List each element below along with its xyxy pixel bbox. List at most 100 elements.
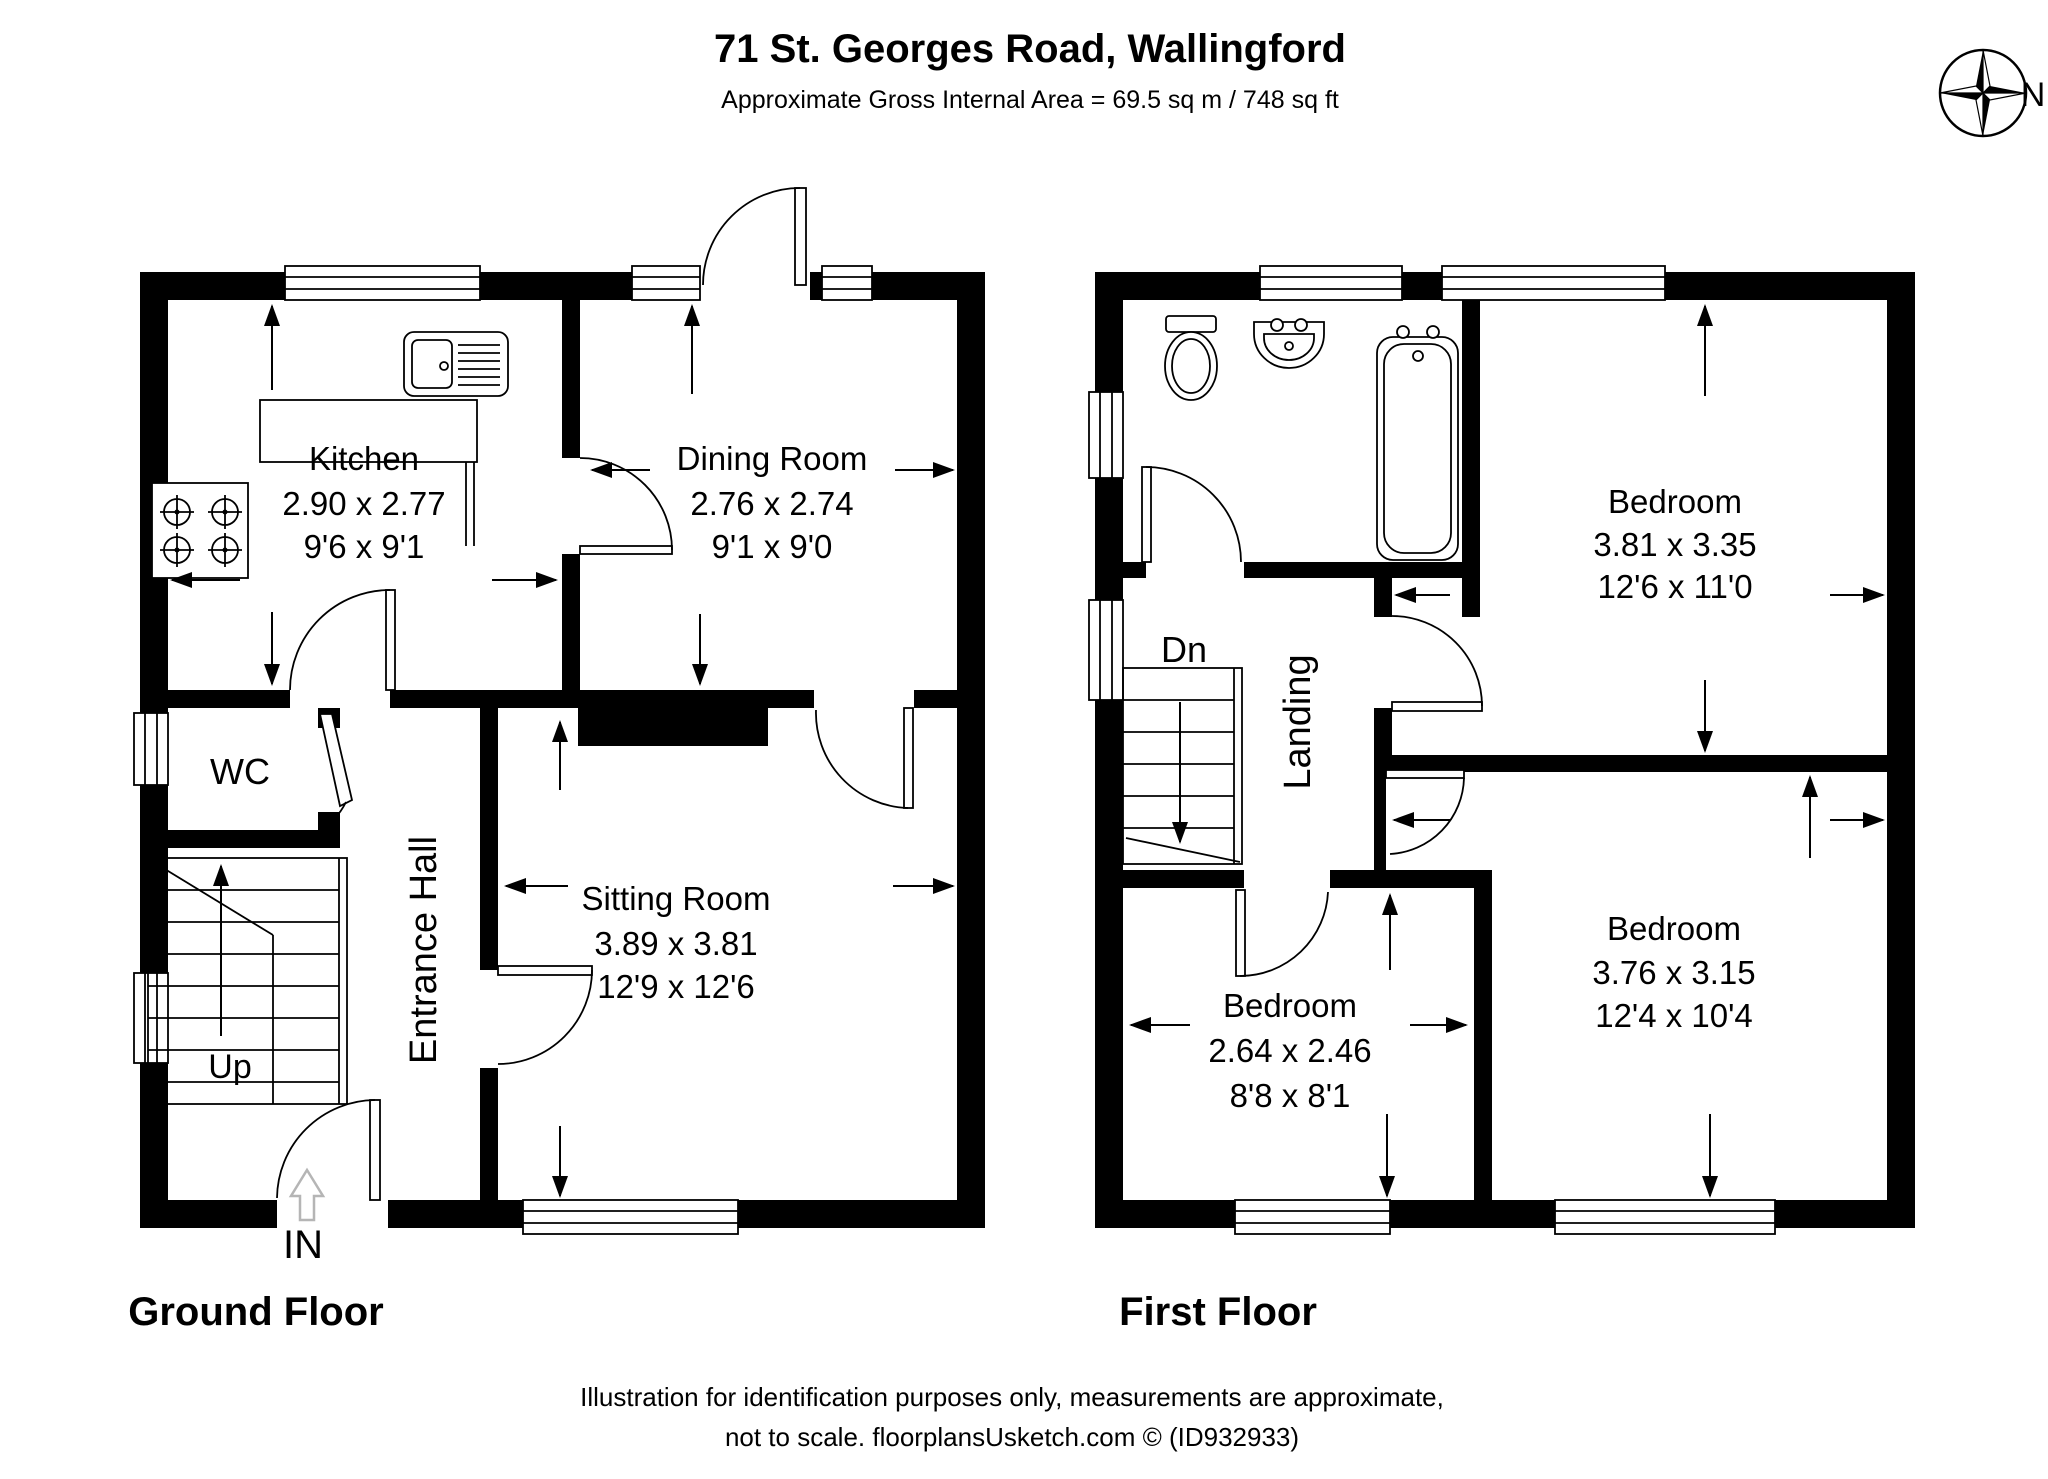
ground-outer-walls: [140, 272, 985, 1228]
wall: [480, 272, 632, 300]
ground-fixtures: [151, 331, 509, 579]
bathroom-door: [1141, 466, 1242, 563]
dining-dim-imperial: 9'1 x 9'0: [712, 528, 833, 565]
bedroom-left-label: Bedroom: [1223, 987, 1357, 1024]
sink-fixture: [403, 331, 509, 397]
ground-doors: [276, 187, 914, 1201]
first-fixtures: [1164, 315, 1459, 561]
window: [1554, 1199, 1776, 1235]
wall: [1402, 272, 1442, 300]
kitchen-label: Kitchen: [309, 440, 419, 477]
wc-label: WC: [210, 751, 270, 792]
kitchen-dim-imperial: 9'6 x 9'1: [304, 528, 425, 565]
wall: [140, 272, 285, 300]
ground-floor-plan: Kitchen 2.90 x 2.77 9'6 x 9'1 Dining Roo…: [128, 187, 985, 1334]
first-windows: [1088, 265, 1776, 1235]
window: [1088, 391, 1124, 479]
window: [1234, 1199, 1391, 1235]
page-title: 71 St. Georges Road, Wallingford: [714, 27, 1346, 71]
wall: [480, 1068, 498, 1200]
ground-floor-title: Ground Floor: [128, 1290, 384, 1334]
first-dimension-arrows: [1129, 304, 1885, 1198]
sitting-dim-metric: 3.89 x 3.81: [594, 925, 757, 962]
wall: [1887, 272, 1915, 1228]
kitchen-dim-metric: 2.90 x 2.77: [282, 485, 445, 522]
bedroom-left-door: [1235, 889, 1329, 977]
bedroom-top-door: [1391, 615, 1483, 712]
dining-sitting-door: [815, 707, 914, 809]
page-subtitle: Approximate Gross Internal Area = 69.5 s…: [721, 86, 1339, 114]
first-outer-walls: [1095, 272, 1915, 1228]
wc-door: [318, 713, 354, 829]
wall: [1095, 478, 1123, 600]
dining-room-label: Dining Room: [677, 440, 868, 477]
entrance-hall-label: Entrance Hall: [403, 836, 445, 1064]
wall: [1775, 1200, 1915, 1228]
bedroom-right-dim-metric: 3.76 x 3.15: [1592, 954, 1755, 991]
back-door: [702, 187, 807, 286]
wall: [140, 830, 340, 848]
wall: [1095, 272, 1260, 300]
wall: [588, 690, 814, 708]
ground-interior-walls: [140, 300, 985, 1200]
bedroom-right-dim-imperial: 12'4 x 10'4: [1595, 997, 1753, 1034]
first-doors: [1141, 466, 1483, 977]
wall: [1374, 772, 1386, 870]
wall: [140, 690, 290, 708]
kitchen-door: [289, 589, 396, 691]
stairs-dn-label: Dn: [1161, 629, 1207, 670]
first-floor-title: First Floor: [1119, 1290, 1317, 1334]
footer-line2: not to scale. floorplansUsketch.com © (I…: [725, 1422, 1299, 1452]
bedroom-left-dim-metric: 2.64 x 2.46: [1208, 1032, 1371, 1069]
landing-label: Landing: [1277, 654, 1319, 789]
wall: [914, 690, 985, 708]
bedroom-right-door: [1385, 769, 1465, 855]
window: [284, 265, 481, 301]
bathtub-fixture: [1376, 325, 1459, 561]
entrance-in-label: IN: [283, 1223, 323, 1267]
ground-dimension-arrows: [170, 304, 955, 1198]
dining-dim-metric: 2.76 x 2.74: [690, 485, 853, 522]
wall: [1330, 870, 1492, 888]
footer-line1: Illustration for identification purposes…: [580, 1382, 1444, 1412]
wall: [1374, 708, 1392, 755]
counter: [259, 399, 478, 546]
window: [1088, 599, 1124, 701]
window: [1441, 265, 1666, 301]
compass-icon: N: [1938, 48, 2046, 138]
bedroom-right-label: Bedroom: [1607, 910, 1741, 947]
bedroom-left-dim-imperial: 8'8 x 8'1: [1230, 1077, 1351, 1114]
toilet-fixture: [1164, 315, 1218, 401]
stairs-up-label: Up: [208, 1048, 251, 1086]
window: [631, 265, 701, 301]
wall: [1390, 1200, 1555, 1228]
ground-stairs: [147, 857, 348, 1105]
wall: [1123, 562, 1146, 578]
wall: [140, 1200, 277, 1228]
compass-north-label: N: [2021, 76, 2046, 114]
wall: [1123, 870, 1244, 888]
first-stairs: [1122, 667, 1243, 865]
bedroom-top-dim-metric: 3.81 x 3.35: [1593, 526, 1756, 563]
sitting-room-label: Sitting Room: [582, 880, 771, 917]
wall: [1374, 562, 1392, 617]
ground-windows: [133, 265, 873, 1235]
front-door: [276, 1099, 381, 1201]
wall: [1244, 562, 1480, 578]
wall: [140, 785, 168, 973]
wall: [1095, 700, 1123, 1228]
wall: [562, 300, 580, 458]
entrance-in-arrow: [288, 1167, 326, 1222]
wall: [1474, 888, 1492, 1200]
first-interior-walls: [1123, 300, 1887, 1200]
wall: [480, 690, 498, 970]
wall: [738, 1200, 985, 1228]
wall: [388, 1200, 523, 1228]
bedroom-top-dim-imperial: 12'6 x 11'0: [1597, 568, 1752, 605]
window: [1259, 265, 1403, 301]
wall: [1374, 755, 1887, 772]
dining-door: [579, 457, 673, 555]
wall: [1095, 1200, 1235, 1228]
